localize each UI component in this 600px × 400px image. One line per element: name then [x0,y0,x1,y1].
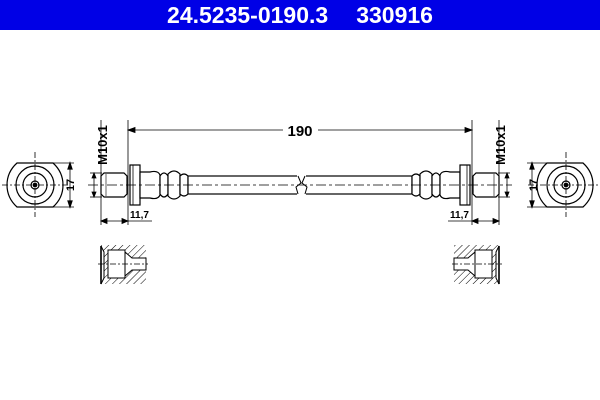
fitting-length-left [99,217,152,225]
thread-label-left: M10x1 [95,125,110,165]
thread-dimension-left [90,120,102,225]
right-end-view [527,152,598,217]
title-bar: 24.5235-0190.3 330916 [0,0,600,30]
left-section-view [98,245,148,285]
fitting-length-right [448,217,501,225]
wrench-size-left: 17 [65,179,77,191]
right-section-view [452,245,502,285]
thread-label-right: M10x1 [493,125,508,165]
wrench-size-right: 17 [528,179,540,191]
thread-dimension-right [498,120,510,225]
fitting-length-right-label: 11,7 [450,210,469,221]
overall-length-label: 190 [287,123,312,140]
length-dimension [126,120,474,225]
fitting-length-left-label: 11,7 [130,210,149,221]
reference-number: 330916 [356,1,433,28]
part-number: 24.5235-0190.3 [167,1,329,28]
left-end-view [2,152,74,217]
